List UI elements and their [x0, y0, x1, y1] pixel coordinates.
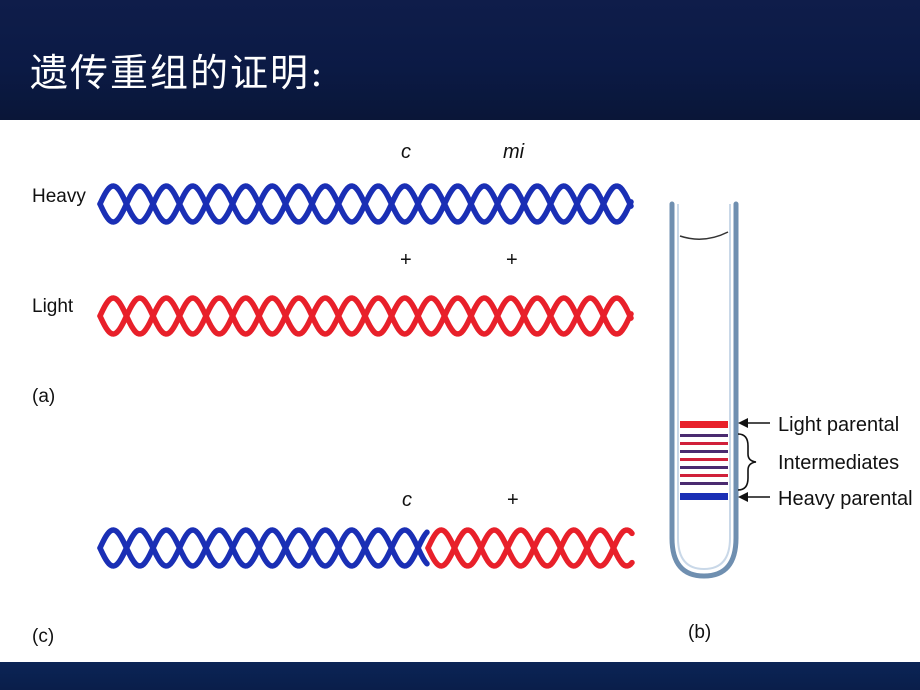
- light-parental-label: Light parental: [778, 414, 899, 436]
- intermediates-label: Intermediates: [778, 452, 899, 474]
- plus-marker-1: +: [400, 249, 412, 271]
- dna-strand: [97, 183, 634, 225]
- marker-mi: mi: [503, 141, 525, 163]
- light-dna-helix: [97, 295, 634, 337]
- intermediates-brace: [737, 433, 757, 491]
- light-parental-arrow: [738, 418, 770, 428]
- panel-a-label: (a): [32, 386, 55, 407]
- meniscus: [679, 231, 729, 240]
- panel-b-label: (b): [688, 622, 711, 643]
- intermediate-band-6: [680, 474, 728, 477]
- heavy-parental-label: Heavy parental: [778, 488, 913, 510]
- slide-title: 遗传重组的证明:: [30, 51, 325, 95]
- dna-strand: [425, 527, 635, 569]
- heavy-parental-arrow: [738, 492, 770, 502]
- heavy-label: Heavy: [32, 186, 86, 207]
- intermediate-band-1: [680, 434, 728, 437]
- title-bar: 遗传重组的证明:: [0, 0, 920, 120]
- panel-b: Light parental Intermediates Heavy paren…: [669, 201, 913, 643]
- heavy-parental-band: [680, 493, 728, 500]
- plus-marker-2: +: [506, 249, 518, 271]
- intermediate-band-5: [680, 466, 728, 469]
- figure-canvas: Heavy Light c mi + + (a) c + (c): [32, 141, 913, 647]
- light-parental-band: [680, 421, 728, 428]
- panel-c-label: (c): [32, 626, 54, 647]
- intermediate-band-4: [680, 458, 728, 461]
- recombinant-heavy-segment: [97, 527, 430, 569]
- panel-a: Heavy Light c mi + + (a): [32, 141, 634, 407]
- intermediate-band-7: [680, 482, 728, 485]
- marker-c: c: [401, 141, 411, 163]
- centrifuge-tube-inner: [677, 204, 731, 571]
- dna-strand: [97, 527, 430, 569]
- centrifuge-tube: [669, 201, 739, 579]
- intermediate-band-3: [680, 450, 728, 453]
- recombinant-light-segment: [425, 527, 635, 569]
- panel-c: c + (c): [32, 489, 635, 647]
- dna-strand: [97, 295, 634, 337]
- light-label: Light: [32, 296, 74, 317]
- heavy-dna-helix: [97, 183, 634, 225]
- intermediate-band-2: [680, 442, 728, 445]
- recombination-figure: Heavy Light c mi + + (a) c + (c): [0, 120, 920, 662]
- plus-marker-recombinant: +: [507, 489, 519, 511]
- dna-strand: [425, 527, 635, 569]
- footer-bar: [0, 662, 920, 690]
- marker-c-recombinant: c: [402, 489, 412, 511]
